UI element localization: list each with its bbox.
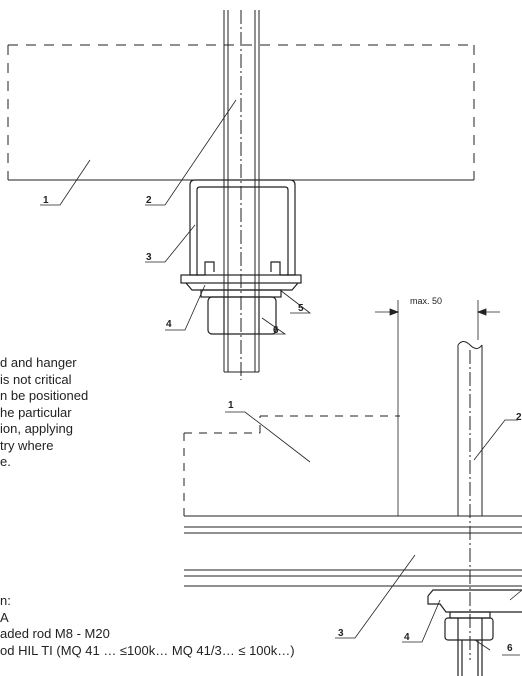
dimension-max-50 [375,300,500,516]
callout-1-side: 1 [228,400,234,411]
description-line: e. [0,454,11,469]
side-view-drawing [183,300,522,676]
callout-6-top: 6 [273,325,279,336]
callout-3-side: 3 [338,628,344,639]
legend-line: A [0,609,9,625]
description-text: d and hanger is not critical n be positi… [0,355,88,471]
callout-5-top: 5 [298,303,304,314]
top-view-drawing [7,10,475,380]
concrete-slab-outline [7,44,475,180]
callout-4-top: 4 [166,319,172,330]
legend-text: n: A aded rod M8 - M20 od HIL TI (MQ 41 … [0,593,295,659]
threaded-rod-side [457,341,483,660]
callouts-side: max. 50 1 2 3 4 6 [228,296,522,654]
description-line: he particular [0,404,72,420]
description-line: try where [0,437,54,453]
callout-2-top: 2 [146,195,152,206]
slab-outline-side [183,415,400,516]
channel-profile-top [189,179,296,276]
callouts-top: 1 2 3 4 5 6 [43,195,304,336]
leader-lines-side [225,411,522,656]
leader-lines-top [40,99,312,335]
callout-2-side: 2 [516,412,522,423]
description-line: is not critical [0,371,72,387]
description-line: ion, applying [0,421,73,436]
description-line: n be positioned [0,388,89,403]
threaded-rod-top [223,10,260,380]
callout-3-top: 3 [146,252,152,263]
description-line: d and hanger [0,355,77,370]
callout-1-top: 1 [43,195,49,206]
hex-nut-top [207,296,277,335]
washer-nut-side [427,589,522,676]
legend-line: od HIL TI (MQ 41 … ≤100k… MQ 41/3… ≤ 100… [0,642,295,658]
callout-6-side: 6 [507,643,513,654]
legend-line: aded rod M8 - M20 [0,626,110,641]
dimension-label: max. 50 [410,296,442,306]
callout-4-side: 4 [404,632,410,643]
channel-side [184,515,522,587]
legend-line: n: [0,593,11,608]
